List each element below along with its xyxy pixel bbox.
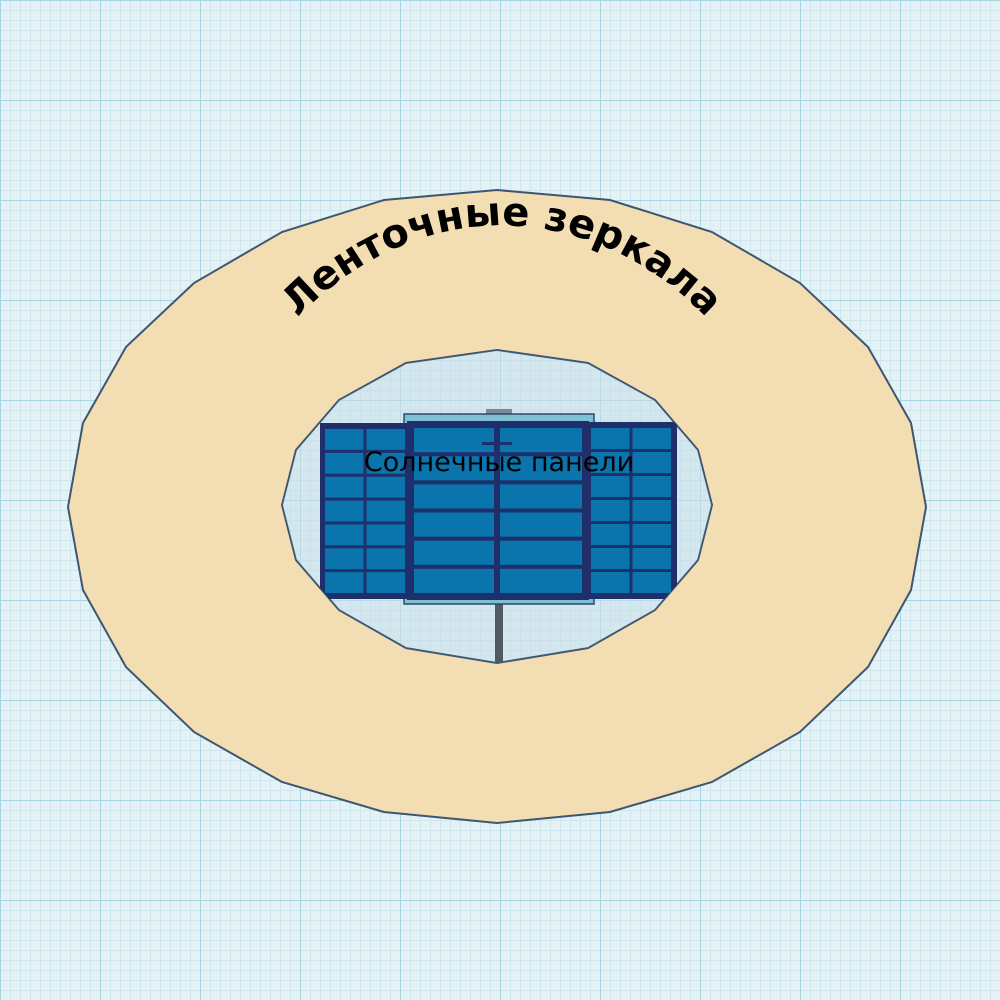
solar-cell xyxy=(325,429,364,450)
solar-cell xyxy=(591,452,630,473)
solar-cell xyxy=(632,548,671,569)
solar-cell xyxy=(632,524,671,545)
solar-cell xyxy=(632,476,671,497)
solar-cell xyxy=(366,524,405,546)
solar-cell xyxy=(366,452,405,474)
solar-cell xyxy=(591,428,630,449)
panel-center-tick xyxy=(482,442,512,445)
solar-cell xyxy=(366,548,405,570)
solar-cell xyxy=(500,428,582,453)
solar-cell xyxy=(591,476,630,497)
solar-cell xyxy=(414,484,496,509)
solar-cell xyxy=(591,548,630,569)
solar-cell xyxy=(414,428,496,453)
solar-cell xyxy=(632,428,671,449)
panels-label: Солнечные панели xyxy=(364,447,634,478)
solar-cell xyxy=(632,452,671,473)
solar-cell xyxy=(500,540,582,565)
support-pole xyxy=(495,595,503,663)
solar-panel-assembly xyxy=(320,409,677,663)
solar-cell xyxy=(366,476,405,498)
solar-cell xyxy=(632,572,671,593)
solar-cell xyxy=(500,568,582,593)
panel-mount-bracket xyxy=(486,409,512,417)
solar-cell xyxy=(414,540,496,565)
solar-cell xyxy=(325,476,364,498)
solar-cell xyxy=(366,500,405,522)
solar-panel-right xyxy=(585,422,677,599)
solar-cell xyxy=(414,456,496,481)
solar-cell xyxy=(366,429,405,450)
panel-center-divider xyxy=(494,421,500,600)
solar-cell xyxy=(325,572,364,593)
solar-cell xyxy=(366,572,405,593)
solar-cell xyxy=(414,512,496,537)
solar-cell xyxy=(325,500,364,522)
solar-cell xyxy=(591,500,630,521)
solar-cell xyxy=(325,524,364,546)
solar-cell xyxy=(414,568,496,593)
solar-cell xyxy=(591,572,630,593)
solar-cell xyxy=(325,452,364,474)
solar-cell xyxy=(632,500,671,521)
solar-cell xyxy=(500,456,582,481)
solar-cell xyxy=(325,548,364,570)
solar-panel-left xyxy=(320,423,410,599)
solar-cell xyxy=(500,484,582,509)
solar-cell xyxy=(500,512,582,537)
solar-cell xyxy=(591,524,630,545)
